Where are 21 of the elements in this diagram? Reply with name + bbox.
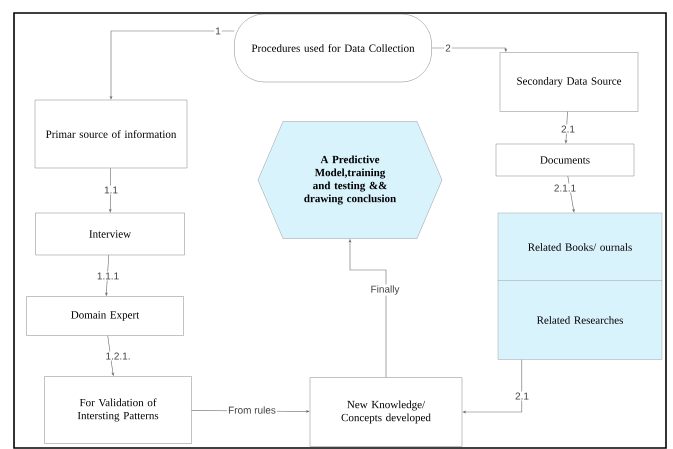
edge-label: 2.1.1 xyxy=(552,184,578,192)
edge-label: 2.1 xyxy=(514,392,530,400)
hexagon-box: A Predictive Model,training and testing && drawing conclusion xyxy=(258,121,442,239)
process-box: Secondary Data Source xyxy=(500,52,638,112)
edge-label: 1 xyxy=(214,26,222,36)
edge-label: 1.1 xyxy=(103,186,119,194)
edge-label: 2 xyxy=(444,44,452,52)
edge-label: Finally xyxy=(370,284,400,296)
process-box: Documents xyxy=(496,144,634,176)
process-box: Primar source of information xyxy=(34,100,188,168)
edge-label: 1.1.1 xyxy=(96,272,120,280)
process-box: Related Researches xyxy=(498,280,662,360)
process-box: Related Books/ ournals xyxy=(498,212,662,282)
process-box: For Validation of Intersting Patterns xyxy=(44,376,192,444)
rounded-terminal: Procedures used for Data Collection xyxy=(234,14,432,82)
edge-label: 2.1 xyxy=(560,124,576,134)
process-box: New Knowledge/ Concepts developed xyxy=(310,377,462,447)
process-box: Domain Expert xyxy=(26,296,184,336)
process-box: Interview xyxy=(35,212,185,256)
edge-label: 1.2.1. xyxy=(104,352,132,360)
edge-label: From rules xyxy=(227,405,277,415)
